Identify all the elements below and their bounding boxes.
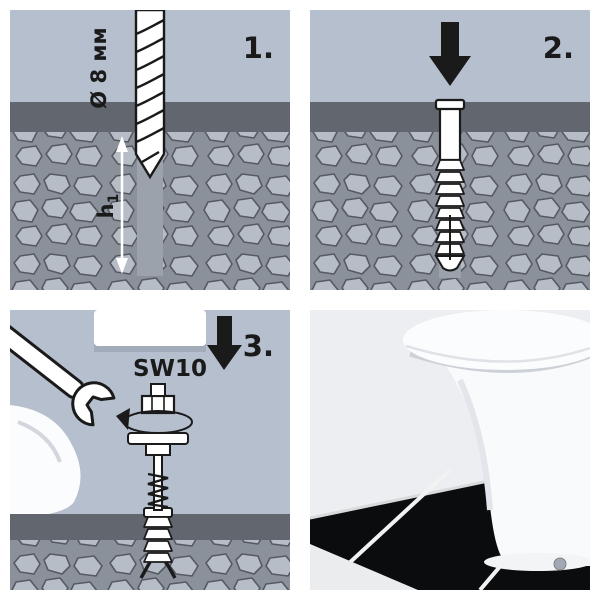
down-arrow-icon — [429, 22, 471, 86]
toilet-foot — [484, 553, 590, 571]
toilet-pedestal — [444, 354, 590, 566]
seat-rim-line — [405, 344, 590, 363]
bowl-shading — [17, 420, 62, 463]
step-1-illustration: h1 Ø 8 мм 1. — [10, 10, 290, 290]
step-2-illustration: 2. — [310, 10, 590, 290]
step-number: 2. — [543, 31, 574, 65]
screw-cap — [553, 557, 567, 571]
toilet-base — [403, 310, 590, 571]
thread-coil — [147, 472, 169, 509]
ceramic-shadow — [94, 344, 206, 352]
spacer — [145, 443, 171, 456]
plug-leg — [139, 561, 152, 579]
wall-plug-icon — [139, 507, 177, 579]
toilet-bowl-side — [10, 405, 81, 518]
step-number: 3. — [243, 329, 274, 363]
down-arrow-icon — [207, 316, 242, 370]
step-3-panel: SW10 3. — [10, 310, 290, 590]
bolt-tip — [150, 383, 166, 397]
step-number: 1. — [243, 31, 274, 65]
step-2-panel: 2. — [310, 10, 590, 290]
pedestal-shading — [457, 378, 493, 511]
wall-plug-icon — [434, 98, 466, 272]
step-3-illustration: SW10 3. — [10, 310, 290, 590]
washer — [127, 432, 189, 445]
wrench-icon — [10, 321, 116, 427]
depth-label: h1 — [94, 194, 122, 219]
wrench-size-label: SW10 — [133, 356, 207, 382]
diameter-label: Ø 8 мм — [87, 27, 111, 108]
toilet-illustration — [310, 310, 590, 590]
light-tile — [310, 544, 418, 590]
result-panel — [310, 310, 590, 590]
plug-leg — [164, 561, 177, 579]
depth-dimension-arrow — [116, 136, 128, 274]
step-1-panel: h1 Ø 8 мм 1. — [10, 10, 290, 290]
rotation-arrowhead — [116, 408, 130, 430]
bolt-assembly — [116, 383, 193, 511]
drill-bit-icon — [134, 10, 166, 180]
toilet-ceramic-top — [94, 310, 206, 346]
toilet-seat — [403, 310, 590, 370]
